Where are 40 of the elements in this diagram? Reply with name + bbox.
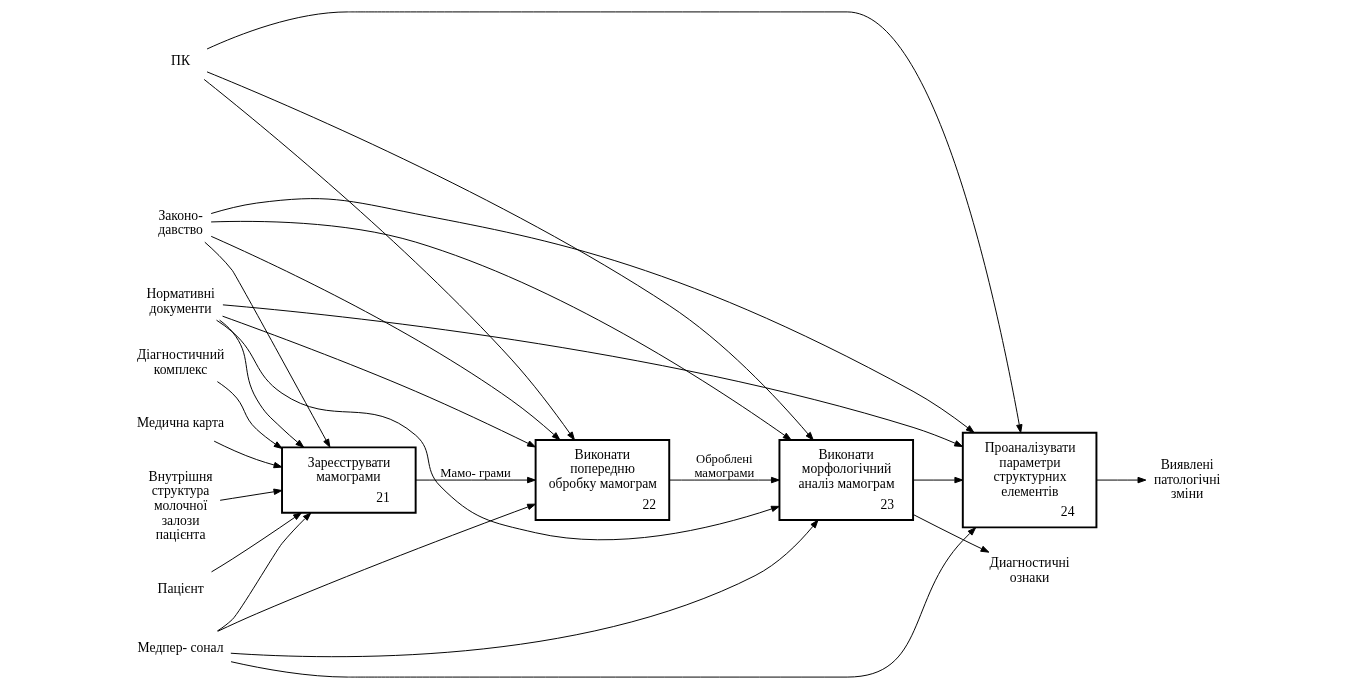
arrow — [230, 527, 977, 678]
arrow — [219, 488, 283, 501]
arrow — [206, 71, 814, 441]
node-text: Диагностичні ознаки — [989, 555, 1070, 585]
arrow — [204, 241, 331, 448]
node-box: Виконати морфологічний аналіз мамограм 23 — [778, 439, 915, 522]
arrow — [222, 315, 536, 448]
node-text: Діагностичний комплекс — [136, 347, 225, 377]
node-text: Пацієнт — [157, 580, 204, 596]
arrow — [216, 381, 283, 449]
edge-label: Мамо- грами — [440, 465, 511, 480]
arrow — [216, 512, 312, 632]
node-text: Внутрішня структура молочної залози пацієнта — [148, 468, 213, 543]
arrow — [1096, 476, 1147, 484]
arrow — [230, 519, 819, 658]
arrow — [210, 198, 975, 434]
node-text: ПК — [171, 53, 191, 69]
arrow — [219, 319, 305, 448]
arrow — [210, 235, 561, 441]
arrow — [669, 476, 780, 484]
node-box: Зареєструвати мамограми 21 — [281, 446, 417, 514]
edge-label: Оброблені мамограми — [694, 451, 755, 480]
arrow — [415, 476, 536, 484]
arrow — [210, 220, 792, 441]
arrow — [217, 503, 536, 632]
arrow — [912, 476, 964, 484]
node-box: Виконати попередню обробку мамограм 22 — [534, 439, 671, 522]
node-text: Медпер- сонал — [137, 640, 224, 656]
arrow — [216, 319, 780, 541]
arrow — [206, 11, 1023, 434]
node-text: Виявлені патологічні зміни — [1153, 457, 1221, 502]
arrow — [211, 512, 302, 573]
node-text: Медична карта — [137, 415, 225, 431]
node-text: Законо- давство — [158, 207, 203, 238]
arrow — [203, 78, 575, 441]
node-box: Проаналізувати параметри структурних елементів 24 — [961, 431, 1098, 529]
node-text: Нормативні документи — [146, 285, 215, 316]
arrow — [222, 304, 964, 447]
arrow — [912, 514, 990, 553]
arrow — [213, 440, 283, 469]
